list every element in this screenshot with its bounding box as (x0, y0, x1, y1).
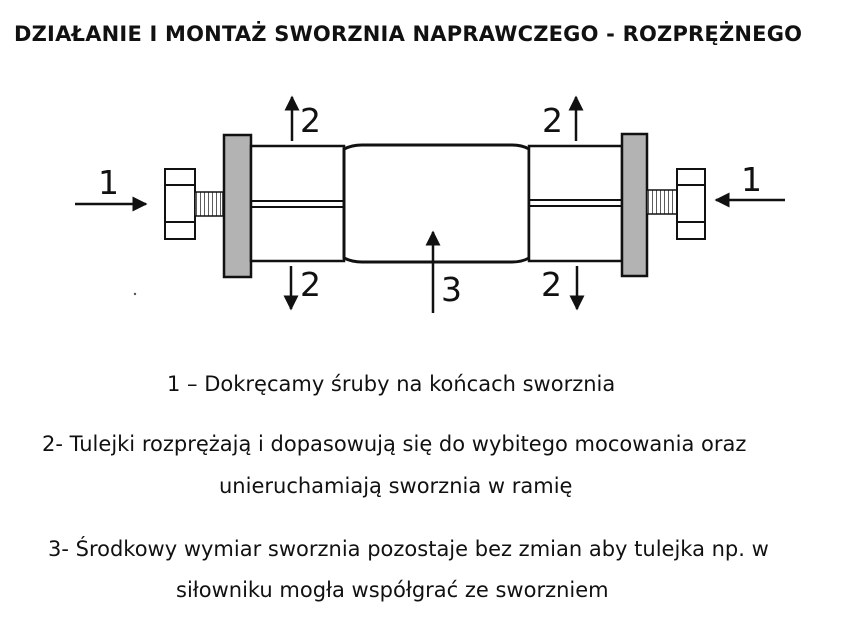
left-sleeve (249, 144, 346, 263)
legend-item-2-line-1: 2- Tulejki rozprężają i dopasowują się d… (42, 432, 747, 456)
legend-item-3-line-2: siłowniku mogła współgrać ze sworzniem (176, 578, 609, 602)
right-plate (620, 132, 649, 278)
right-thread (646, 189, 678, 215)
bottom-right-label: 2 (541, 265, 562, 304)
right-sleeve (527, 144, 624, 263)
left-plate (222, 133, 253, 279)
left-nut (164, 168, 196, 240)
pin-diagram: 1 1 2 2 2 2 (75, 95, 785, 313)
center-pin (342, 143, 531, 264)
left-thread (194, 191, 224, 217)
legend-item-3-line-1: 3- Środkowy wymiar sworznia pozostaje be… (48, 537, 769, 561)
top-right-label: 2 (542, 101, 563, 140)
top-left-label: 2 (300, 101, 321, 140)
diagram-title: DZIAŁANIE I MONTAŻ SWORZNIA NAPRAWCZEGO … (14, 22, 803, 46)
center-label: 3 (441, 270, 462, 309)
left-force-label: 1 (98, 163, 119, 202)
right-nut (676, 168, 706, 240)
stray-dot (133, 292, 137, 296)
legend-item-1: 1 – Dokręcamy śruby na końcach sworznia (167, 372, 616, 396)
right-force-label: 1 (741, 160, 762, 199)
bottom-left-label: 2 (300, 265, 321, 304)
legend-item-2-line-2: unieruchamiają sworznia w ramię (219, 474, 573, 498)
